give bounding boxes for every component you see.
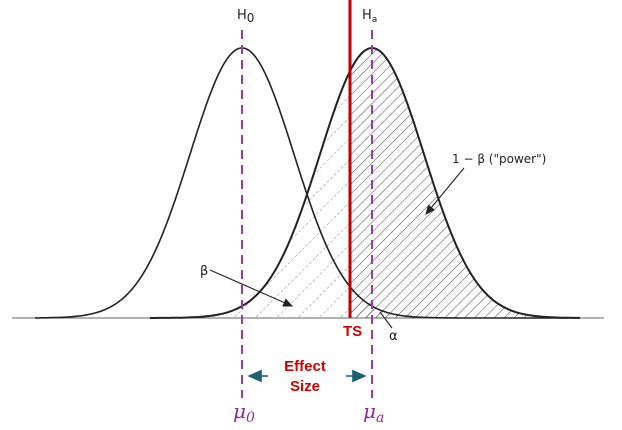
beta-label: β bbox=[200, 264, 208, 279]
power-pointer-arrow bbox=[425, 167, 465, 215]
alternative-distribution-curve bbox=[150, 46, 580, 319]
effect-size-label-line1: Effect bbox=[284, 358, 326, 375]
mu0-label: μ0 bbox=[233, 399, 255, 426]
power-region bbox=[350, 48, 580, 318]
mua-label: μa bbox=[363, 399, 384, 426]
beta-pointer-arrow bbox=[209, 269, 294, 307]
alpha-label: α bbox=[389, 329, 398, 344]
ha-label: Ha bbox=[362, 8, 377, 25]
test-statistic-label: TS bbox=[343, 323, 362, 340]
beta-region bbox=[190, 71, 350, 318]
h0-label: H0 bbox=[237, 8, 254, 25]
effect-size-label-line2: Size bbox=[290, 378, 320, 395]
power-label: 1 − β ("power") bbox=[452, 152, 546, 166]
alpha-pointer-line bbox=[379, 311, 393, 329]
alpha-region bbox=[350, 286, 580, 318]
